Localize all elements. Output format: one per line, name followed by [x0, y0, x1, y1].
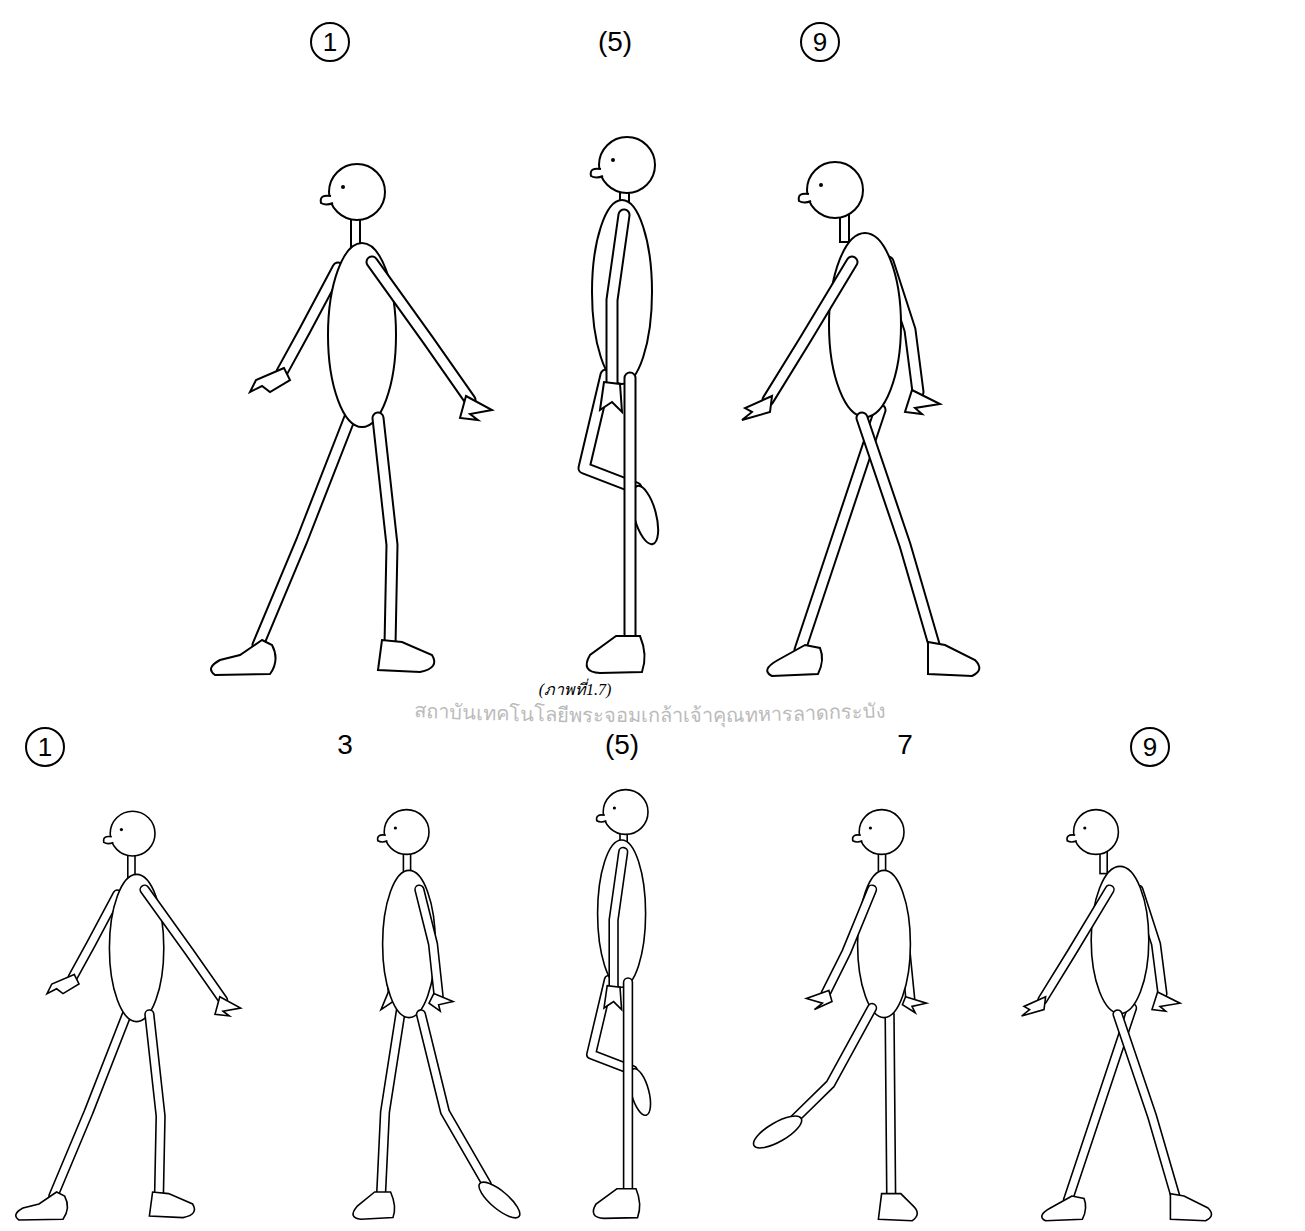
walk-figure	[749, 810, 926, 1221]
walk-figure	[584, 137, 663, 673]
frame-number: 9	[1143, 734, 1157, 760]
frame-number: 3	[337, 730, 353, 761]
frame-number: 1	[323, 29, 337, 55]
walk-figure	[1022, 810, 1212, 1221]
frame-number: 9	[813, 29, 827, 55]
circled-number: 1	[25, 727, 65, 767]
frame-number: (5)	[598, 27, 632, 58]
figure-caption: (ภาพที่1.7)	[539, 680, 612, 699]
walk-figure	[16, 811, 241, 1220]
frame-number: 1	[38, 734, 52, 760]
frame-number: (5)	[605, 730, 639, 761]
watermark: สถาบันเทคโนโลยีพระจอมเกล้าเจ้าคุณทหารลาด…	[414, 698, 886, 728]
walk-figure	[353, 810, 525, 1224]
walk-figure	[742, 162, 979, 676]
walk-figure	[211, 164, 492, 675]
circled-number: 9	[1130, 727, 1170, 767]
circled-number: 9	[800, 22, 840, 62]
walk-figure	[591, 790, 655, 1219]
circled-number: 1	[310, 22, 350, 62]
watermark-text: สถาบันเทคโนโลยีพระจอมเกล้าเจ้าคุณทหารลาด…	[414, 698, 886, 728]
frame-number: 7	[897, 730, 913, 761]
